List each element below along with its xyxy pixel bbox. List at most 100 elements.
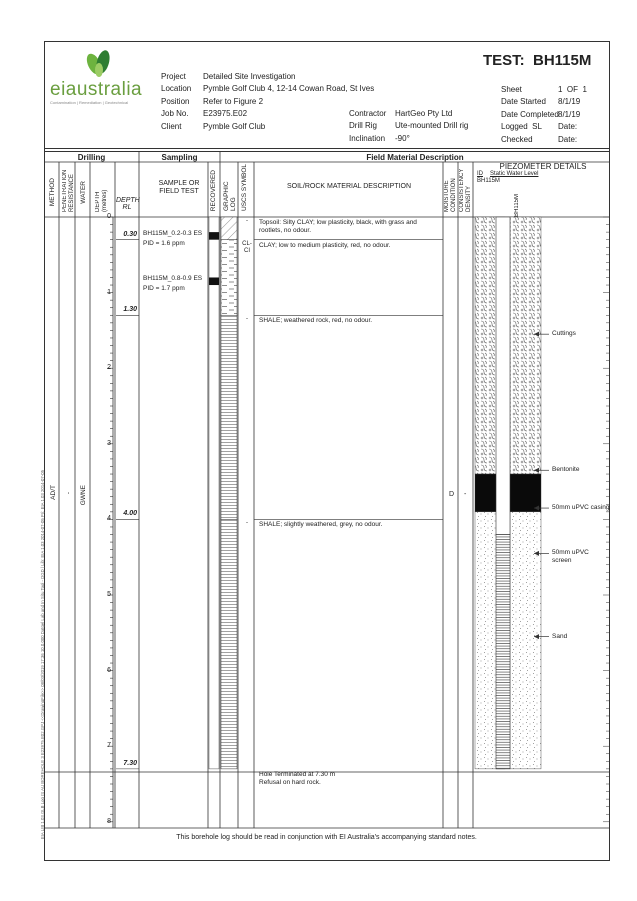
consistency-value: - [464,491,467,498]
section-drilling: Drilling [77,153,106,162]
material-description: SHALE; weathered rock, red, no odour. [259,317,373,325]
legend-screen: 50mm uPVC screen [552,549,589,565]
well-screen [495,534,511,770]
graphic-log-layer [220,519,238,770]
page-frame [44,41,610,861]
label-client: Client [161,121,182,131]
depth-tick-label: 2 [107,364,111,372]
sheet-labels: Sheet Date Started Date Completed Logged… [501,84,559,146]
material-description: Topsoil: Silty CLAY; low plasticity, bla… [259,219,417,234]
side-file-info: EIA LIB 1.03.GLB Log IS AU BOREHOLE 3 E2… [40,470,45,840]
logged-date-value: Date: [558,122,578,132]
legend-bentonite: Bentonite [552,466,580,474]
sample-name: BH115M_0.8-0.9 ES [143,275,203,283]
sample-marker [209,232,219,240]
contractor-value: HartGeo Pty Ltd [395,109,453,118]
layer-depth-label: 4.00 [123,510,137,518]
legend-sand: Sand [552,632,568,640]
logo-tagline: Contamination | Remediation | Geotechnic… [50,100,129,105]
label-logged: Logged SL [501,122,542,132]
uscs-symbol: - [246,316,248,323]
legend-arrow-head-icon [534,467,539,473]
label-drill-rig: Drill Rig [349,121,377,131]
depth-tick-label: 8 [107,817,111,825]
client-value: Pymble Golf Club [203,121,266,131]
label-date-started: Date Started [501,97,546,107]
well-cuttings-right [509,216,542,475]
depth-tick-label: 1 [107,288,111,296]
checked-date-value: Date: [558,134,578,144]
legend-arrow-head-icon [534,634,539,640]
piezo-id-value: BH115M [477,178,500,184]
drill-rig-value: Ute-mounted Drill rig [395,121,469,131]
depth-tick-label: 5 [107,591,111,598]
termination-line-2: Refusal on hard rock. [259,778,321,786]
piezo-id-label: ID [477,171,483,177]
footer-note: This borehole log should be read in conj… [176,834,477,841]
material-description: CLAY; low to medium plasticity, red, no … [259,241,391,249]
depth-tick-label: 7 [107,742,111,750]
legend-arrow-head-icon [534,505,539,511]
graphic-log-layer [220,239,238,316]
graphic-log-layer [220,216,238,240]
legend-casing: 50mm uPVC casing [552,504,610,512]
info-values: Detailed Site Investigation Pymble Golf … [203,71,374,133]
sample-pid: PID = 1.6 ppm [143,240,185,248]
test-title: TEST: BH115M [483,52,592,69]
depth-tick-label: 0 [107,213,111,220]
moisture-value: D [449,491,455,498]
recovered-bar [208,216,220,770]
sample-name: BH115M_0.2-0.3 ES [143,230,203,238]
date-completed-value: 8/1/19 [558,109,581,119]
label-inclination: Inclination [349,133,386,143]
uscs-symbol: CL-CI [242,240,252,254]
layer-depth-label: 0.30 [123,230,137,238]
uscs-symbol: - [246,520,248,527]
header-bottom-rule [44,148,609,149]
label-sheet: Sheet [501,85,522,94]
leaf-logo-icon [86,50,110,77]
label-date-completed: Date Completed [501,109,559,119]
sheet-value: 1 OF 1 [558,85,587,94]
col-depth-rl: DEPTH RL [116,197,140,211]
legend-arrow-head-icon [534,331,539,337]
col-material: SOIL/ROCK MATERIAL DESCRIPTION [286,183,412,190]
well-bentonite-right [509,473,542,513]
rig-labels: Contractor Drill Rig Inclination [349,108,386,145]
graphic-log-layer [220,315,238,520]
inclination-value: -90° [395,133,410,143]
legend-arrow-head-icon [534,550,539,556]
sample-pid: PID = 1.7 ppm [143,285,185,293]
header-bottom-rule-2 [44,151,609,152]
label-project: Project [161,72,186,81]
sheet-values: 1 OF 1 8/1/19 8/1/19 Date: Date: [558,84,587,146]
info-labels: Project Location Position Job No. Client [161,71,191,133]
layer-depth-label: 1.30 [123,306,137,314]
well-sand-right [509,511,542,770]
location-value: Pymble Golf Club 4, 12-14 Cowan Road, St… [203,84,375,94]
piezo-static-label: Static Water Level [490,171,539,177]
label-position: Position [161,96,190,106]
section-sampling: Sampling [161,153,198,162]
logo-brand: eiaustralia [50,79,143,100]
label-job-no: Job No. [161,109,189,119]
section-field: Field Material Description [366,153,464,162]
piezometer-title: PIEZOMETER DETAILS [499,162,587,171]
depth-tick-label: 3 [107,439,111,447]
project-value: Detailed Site Investigation [203,72,296,81]
uscs-symbol: - [246,218,248,224]
date-started-value: 8/1/19 [558,97,581,107]
material-description: SHALE; slightly weathered, grey, no odou… [259,521,383,529]
company-logo: eiaustralia Contamination | Remediation … [50,48,150,108]
legend-cuttings: Cuttings [552,330,576,338]
well-casing [495,216,511,535]
position-value: Refer to Figure 2 [203,96,264,106]
layer-depth-label: 7.30 [123,759,137,767]
col-sample: SAMPLE OR FIELD TEST [158,180,200,195]
rig-values: HartGeo Pty Ltd Ute-mounted Drill rig -9… [395,108,468,145]
depth-tick-label: 6 [107,666,111,674]
job-no-value: E23975.E02 [203,109,248,119]
label-location: Location [161,84,192,94]
termination-line-1: Hole Terminated at 7.30 m [259,770,336,778]
